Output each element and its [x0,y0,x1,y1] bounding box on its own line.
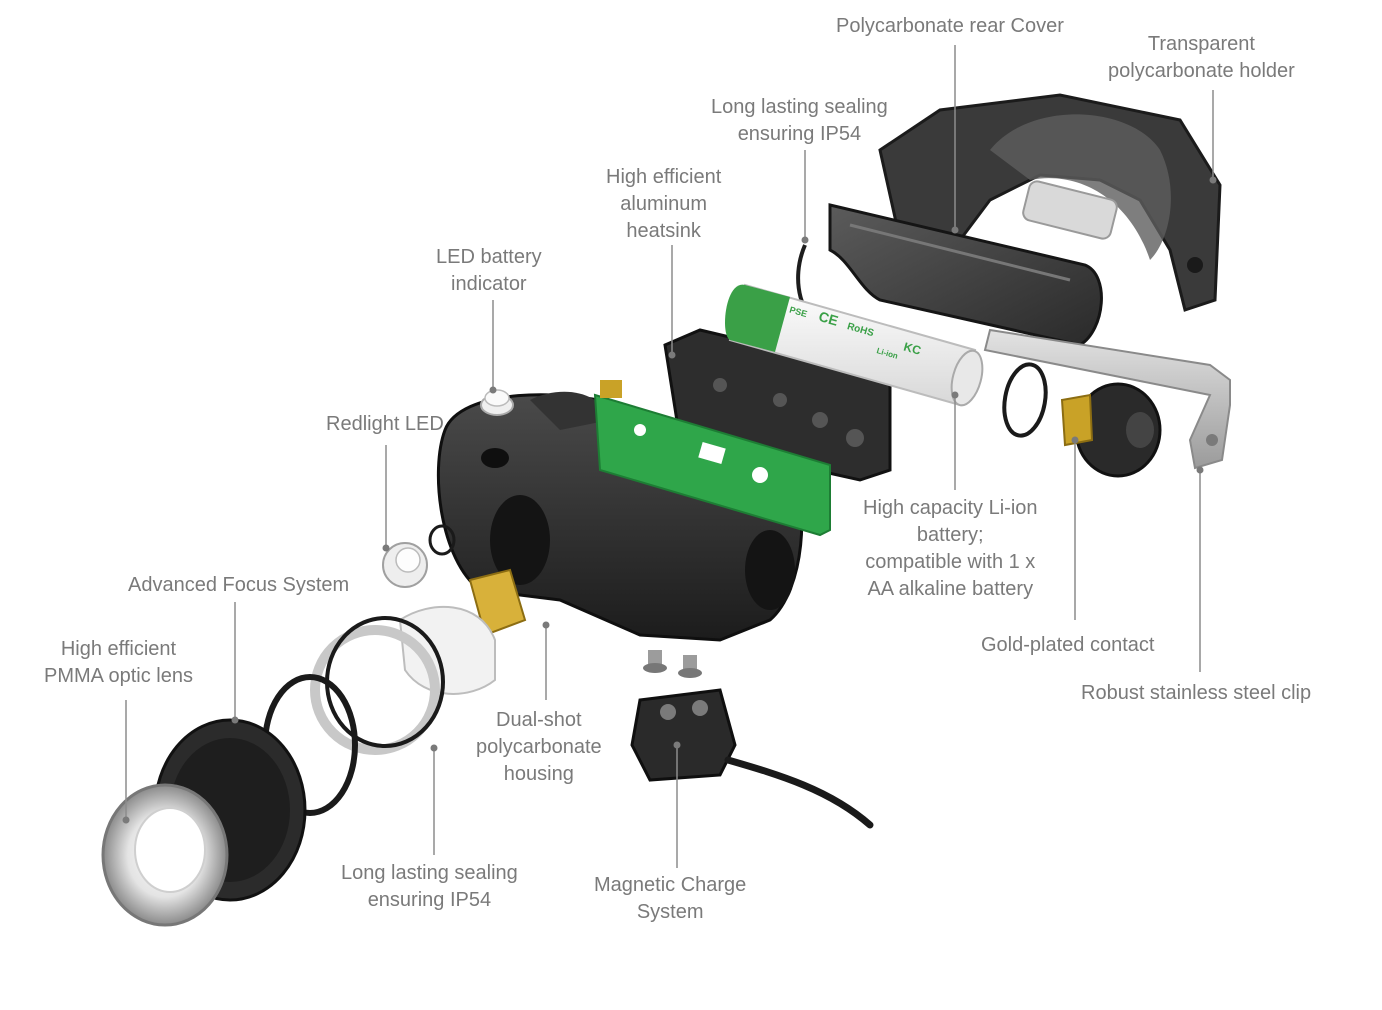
magnetic-charge-connector [630,688,874,829]
gold-contact-module [1060,382,1162,478]
label-heatsink: High efficient aluminum heatsink [606,166,722,242]
transparent-focus-ring [310,625,440,755]
led-indicator-lens [480,389,514,416]
label-magnetic: Magnetic Charge System [594,874,747,923]
leader-lines [125,45,1214,868]
o-ring-battery [1002,362,1048,438]
label-gold-contact: Gold-plated contact [981,634,1155,656]
label-led-indicator: LED battery indicator [436,246,542,295]
label-housing: Dual-shot polycarbonate housing [476,709,602,785]
steel-clip [983,328,1231,470]
battery-mark-kc: KC [902,340,923,358]
battery-mark-pse: PSE [788,305,808,320]
label-optic-lens: High efficient PMMA optic lens [44,638,193,687]
redlight-led-lens [382,542,428,588]
leader-dots [122,176,1217,824]
optic-lens [101,783,229,927]
label-battery: High capacity Li-ion battery; compatible… [863,497,1038,600]
label-sealing-top: Long lasting sealing ensuring IP54 [711,96,888,145]
gold-led-holder [468,568,527,637]
o-ring-redlight [428,524,456,556]
battery-mark-ce: CE [817,308,840,329]
label-sealing-bottom: Long lasting sealing ensuring IP54 [341,862,518,911]
label-rear-cover: Polycarbonate rear Cover [836,15,1064,37]
label-redlight: Redlight LED [326,413,444,435]
label-focus: Advanced Focus System [128,574,350,596]
focus-inner-ring [398,605,496,695]
label-holder: Transparent polycarbonate holder [1108,33,1295,82]
transparent-holder [878,93,1222,312]
pcb-board [593,380,831,537]
magnetic-pins [643,650,702,678]
label-clip: Robust stainless steel clip [1081,682,1312,704]
li-ion-battery [725,283,984,407]
